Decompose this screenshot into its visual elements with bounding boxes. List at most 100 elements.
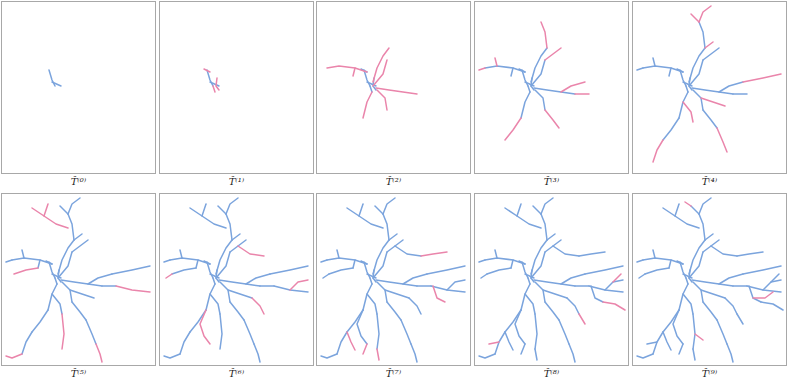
- tree-panel: T̂⁽⁶⁾: [159, 193, 314, 381]
- panel-caption: T̂⁽⁰⁾: [71, 176, 87, 187]
- branch: [329, 268, 353, 274]
- branch: [543, 290, 567, 298]
- branch: [692, 280, 733, 286]
- tree-drawing: [317, 2, 472, 175]
- branch: [679, 92, 688, 118]
- branch: [395, 246, 421, 256]
- new-branch: [6, 354, 22, 358]
- branch: [246, 274, 270, 284]
- branch: [637, 354, 653, 358]
- branch: [511, 68, 513, 76]
- panel-frame: [474, 193, 629, 366]
- branch: [353, 260, 355, 268]
- panel-frame: [316, 193, 471, 366]
- branch: [383, 198, 395, 214]
- branch: [244, 320, 254, 344]
- branch: [172, 268, 196, 274]
- branch: [323, 274, 329, 278]
- branch: [370, 86, 372, 92]
- branch: [376, 280, 417, 286]
- branch: [689, 60, 703, 86]
- new-branch: [44, 204, 48, 216]
- branch: [569, 344, 575, 362]
- branch: [62, 282, 72, 302]
- new-branch: [62, 314, 64, 349]
- tree-drawing: [633, 2, 788, 175]
- branch: [389, 234, 397, 240]
- branch: [447, 280, 465, 290]
- branch: [232, 234, 240, 240]
- new-branch: [479, 68, 485, 70]
- new-branch: [204, 69, 210, 72]
- branch: [206, 284, 215, 310]
- tree-drawing: [160, 194, 315, 367]
- branch: [170, 258, 210, 264]
- branch: [686, 86, 688, 92]
- branch: [639, 274, 645, 278]
- branch: [321, 260, 327, 262]
- branch: [218, 206, 226, 214]
- panel-frame: [1, 193, 156, 366]
- branch: [254, 344, 260, 362]
- new-branch: [327, 66, 367, 72]
- branch: [535, 90, 545, 110]
- new-branch: [290, 280, 308, 290]
- branch: [531, 60, 545, 86]
- branch: [679, 284, 688, 310]
- tree-panel: T̂⁽¹⁾: [159, 1, 314, 189]
- branch: [579, 252, 605, 256]
- tree-panel: T̂⁽²⁾: [316, 1, 471, 189]
- branch: [487, 268, 511, 274]
- branch: [534, 88, 575, 94]
- panel-caption: T̂⁽⁸⁾: [544, 368, 560, 379]
- new-branch: [691, 14, 699, 22]
- branch: [705, 234, 713, 240]
- branch: [347, 310, 363, 332]
- branch: [528, 278, 530, 284]
- branch: [479, 354, 495, 358]
- panel-frame: [632, 193, 787, 366]
- tree-drawing: [633, 194, 788, 367]
- branch: [377, 314, 379, 349]
- branch: [363, 284, 372, 310]
- branch: [72, 240, 88, 252]
- branch: [220, 282, 230, 302]
- branch: [48, 284, 57, 310]
- branch: [377, 282, 387, 302]
- branch: [61, 280, 102, 286]
- branch: [673, 310, 683, 344]
- branch: [545, 302, 559, 320]
- panel-caption: T̂⁽⁹⁾: [702, 368, 718, 379]
- branch: [567, 298, 579, 314]
- new-branch: [376, 88, 417, 94]
- branch: [547, 234, 555, 240]
- branch: [703, 110, 717, 128]
- branch: [270, 266, 308, 274]
- branch: [481, 274, 487, 278]
- branch: [190, 310, 206, 332]
- tree-drawing: [2, 194, 157, 367]
- branch: [375, 206, 383, 214]
- branch: [637, 260, 643, 262]
- new-branch: [683, 102, 693, 122]
- branch: [479, 260, 485, 262]
- new-branch: [14, 268, 38, 274]
- new-branch: [495, 58, 497, 66]
- branch: [228, 290, 252, 298]
- branch: [373, 252, 387, 278]
- branch: [164, 354, 180, 358]
- branch: [370, 278, 372, 284]
- tree-panel: T̂⁽⁵⁾: [1, 193, 156, 381]
- branch: [653, 250, 655, 258]
- branch: [38, 260, 40, 268]
- new-branch: [353, 68, 355, 76]
- branch: [495, 250, 497, 258]
- branch: [541, 198, 553, 214]
- new-branch: [545, 48, 561, 60]
- tree-panel: T̂⁽³⁾: [474, 1, 629, 189]
- new-branch: [545, 110, 559, 128]
- branch: [505, 310, 521, 332]
- branch: [112, 266, 150, 274]
- branch: [55, 278, 57, 284]
- new-branch: [252, 298, 264, 314]
